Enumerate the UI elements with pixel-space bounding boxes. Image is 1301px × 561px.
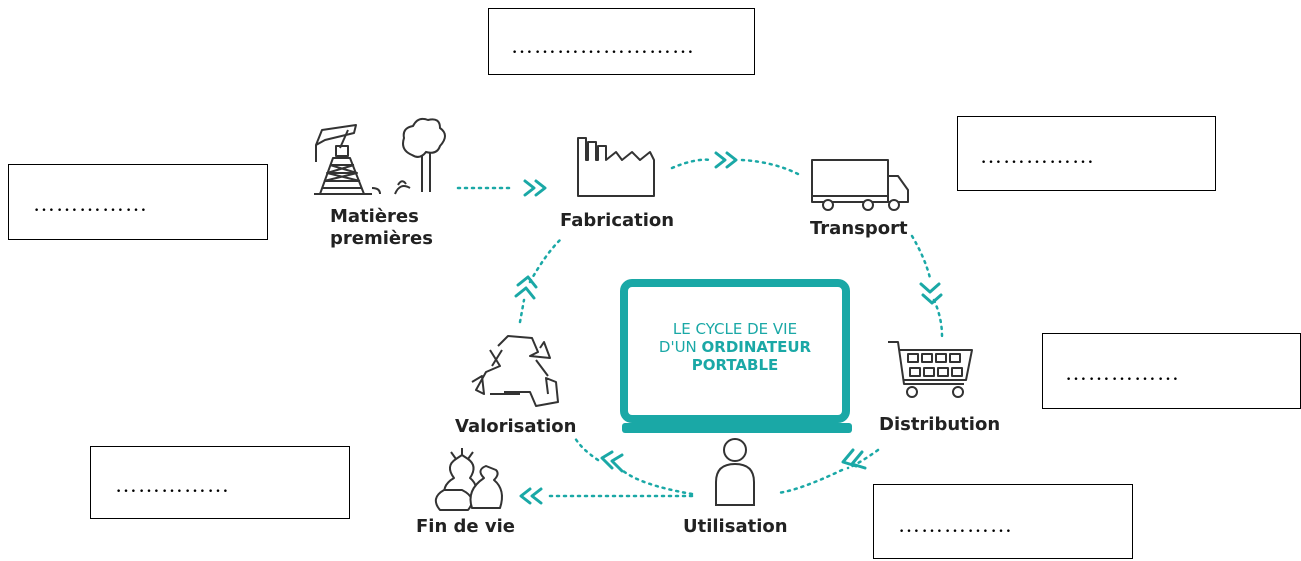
answer-box-distribution[interactable]: …………… bbox=[1042, 333, 1301, 409]
answer-box-transport-dots: …………… bbox=[980, 143, 1095, 168]
label-matieres-line1: Matières bbox=[330, 206, 419, 227]
answer-box-utilisation[interactable]: …………… bbox=[873, 484, 1133, 559]
garbage-bags-icon bbox=[434, 448, 503, 511]
answer-box-top[interactable]: …………………… bbox=[488, 8, 755, 75]
screen-title-line2: D'UN ORDINATEUR bbox=[628, 338, 842, 356]
answer-box-utilisation-dots: …………… bbox=[898, 512, 1013, 537]
answer-box-matieres-dots: …………… bbox=[33, 191, 148, 216]
label-matieres-premieres: Matières premières bbox=[330, 206, 433, 250]
label-utilisation: Utilisation bbox=[683, 516, 788, 537]
factory-icon bbox=[577, 137, 655, 197]
label-fin-de-vie: Fin de vie bbox=[416, 516, 516, 537]
label-fabrication: Fabrication bbox=[560, 210, 675, 231]
answer-box-fin-de-vie-dots: …………… bbox=[115, 472, 230, 497]
label-matieres-line2: premières bbox=[330, 228, 433, 249]
label-valorisation: Valorisation bbox=[455, 416, 577, 437]
laptop-icon bbox=[620, 279, 852, 433]
screen-title-line2-prefix: D'UN bbox=[658, 338, 697, 356]
answer-box-top-dots: …………………… bbox=[511, 33, 695, 58]
oil-pump-icon bbox=[314, 124, 381, 195]
label-distribution: Distribution bbox=[879, 414, 1001, 435]
screen-title-line2-bold: ORDINATEUR bbox=[701, 338, 812, 356]
tree-icon bbox=[394, 117, 446, 195]
recycle-icon bbox=[471, 335, 559, 407]
cycle-connectors bbox=[456, 158, 944, 498]
screen-title-line1: LE CYCLE DE VIE bbox=[672, 320, 798, 338]
person-icon bbox=[715, 438, 755, 506]
chevron-arrow-icon bbox=[514, 151, 943, 505]
shopping-cart-icon bbox=[888, 341, 973, 398]
laptop-screen-title: LE CYCLE DE VIE D'UN ORDINATEUR PORTABLE bbox=[628, 320, 842, 374]
answer-box-transport[interactable]: …………… bbox=[957, 116, 1216, 191]
answer-box-distribution-dots: …………… bbox=[1065, 360, 1180, 385]
label-transport: Transport bbox=[810, 218, 908, 239]
truck-icon bbox=[811, 159, 909, 211]
answer-box-matieres[interactable]: …………… bbox=[8, 164, 268, 240]
screen-title-line3: PORTABLE bbox=[691, 356, 779, 374]
answer-box-fin-de-vie[interactable]: …………… bbox=[90, 446, 350, 519]
